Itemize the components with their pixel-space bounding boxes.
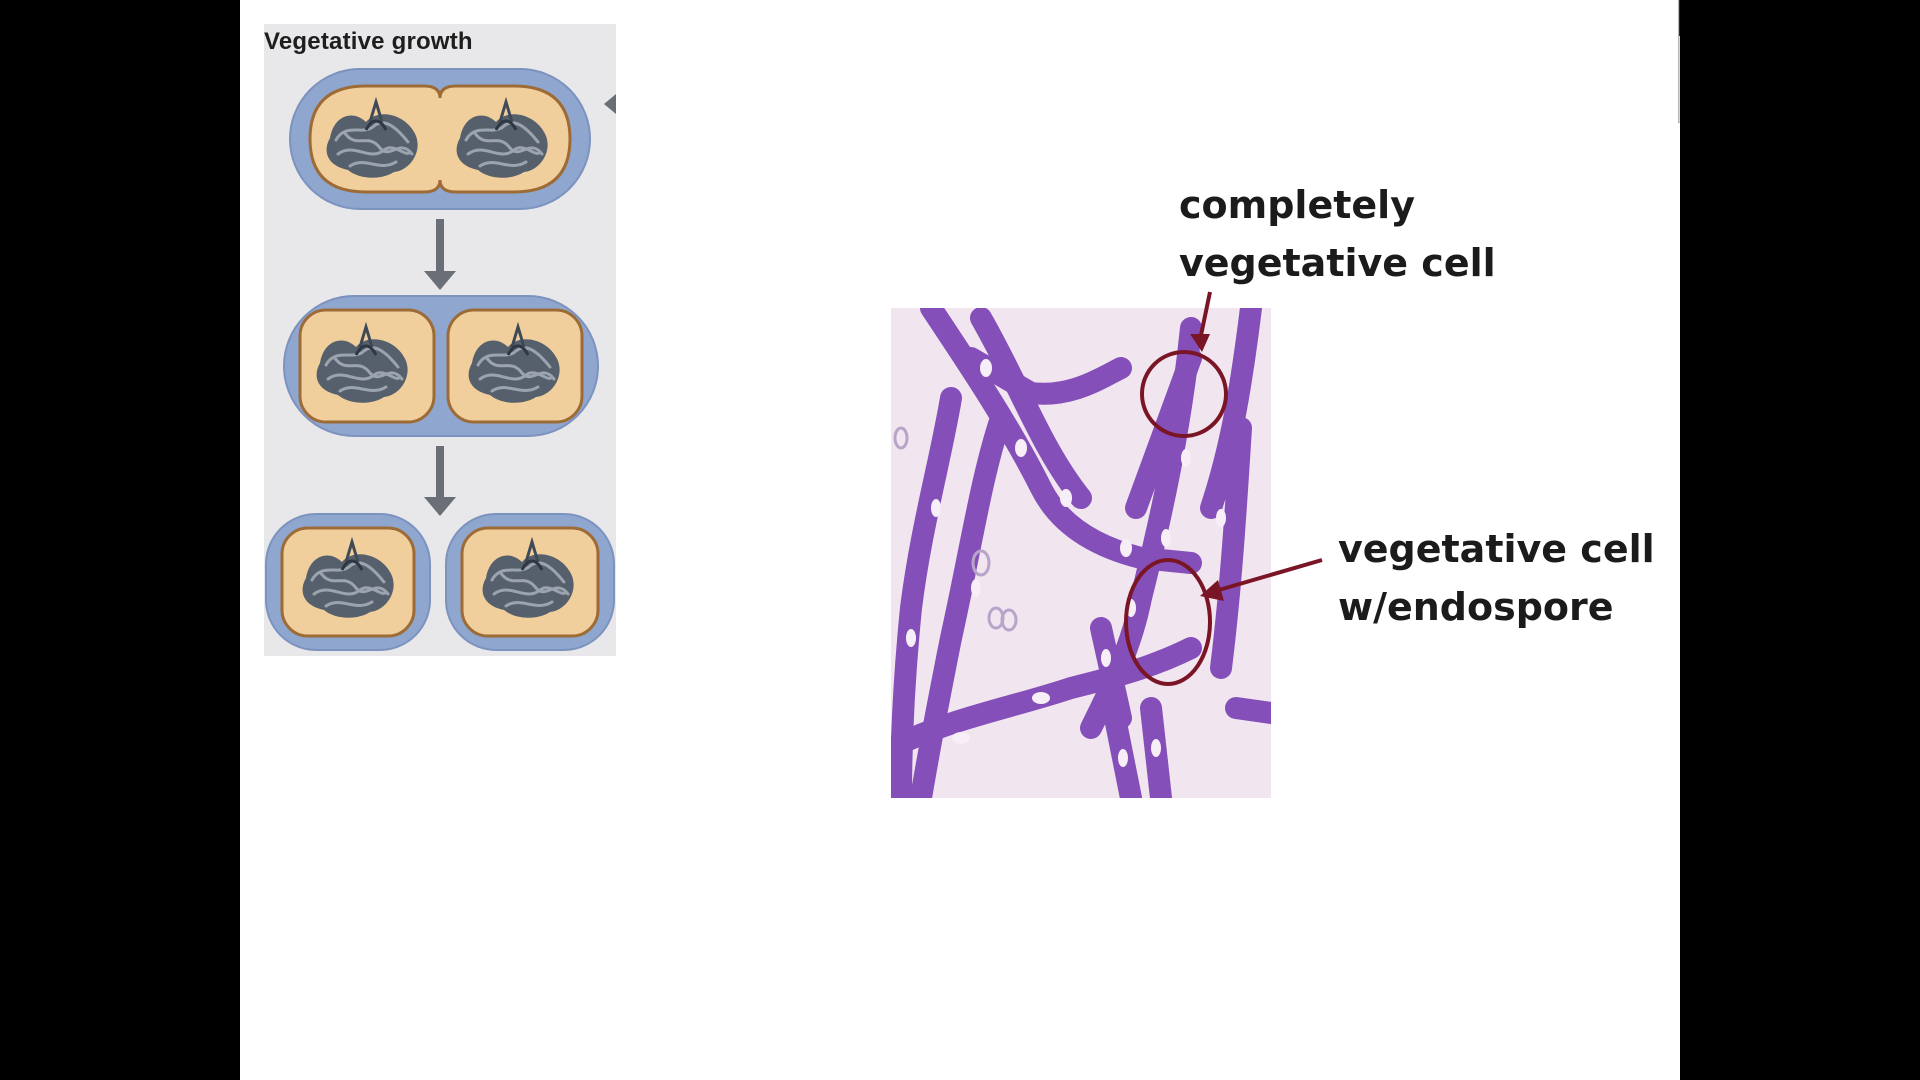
label-completely-vegetative-cell: completely vegetative cell (1179, 183, 1496, 285)
vegetative-growth-diagram: Vegetative growth (264, 24, 616, 656)
diagram-title: Vegetative growth (264, 28, 473, 55)
player-titlebar: _ × (1679, 0, 1680, 36)
bacteria-micrograph (891, 308, 1271, 798)
player-widget: _ × 259 (1678, 0, 1680, 123)
slide: Vegetative growth (240, 0, 1680, 1080)
stage-2-cell (283, 295, 599, 437)
label-vegetative-cell-endospore: vegetative cell w/endospore (1338, 527, 1655, 629)
binary-fission-illustration (265, 68, 616, 651)
stage-3-cells (265, 513, 615, 651)
stage-1-cell (289, 68, 591, 210)
